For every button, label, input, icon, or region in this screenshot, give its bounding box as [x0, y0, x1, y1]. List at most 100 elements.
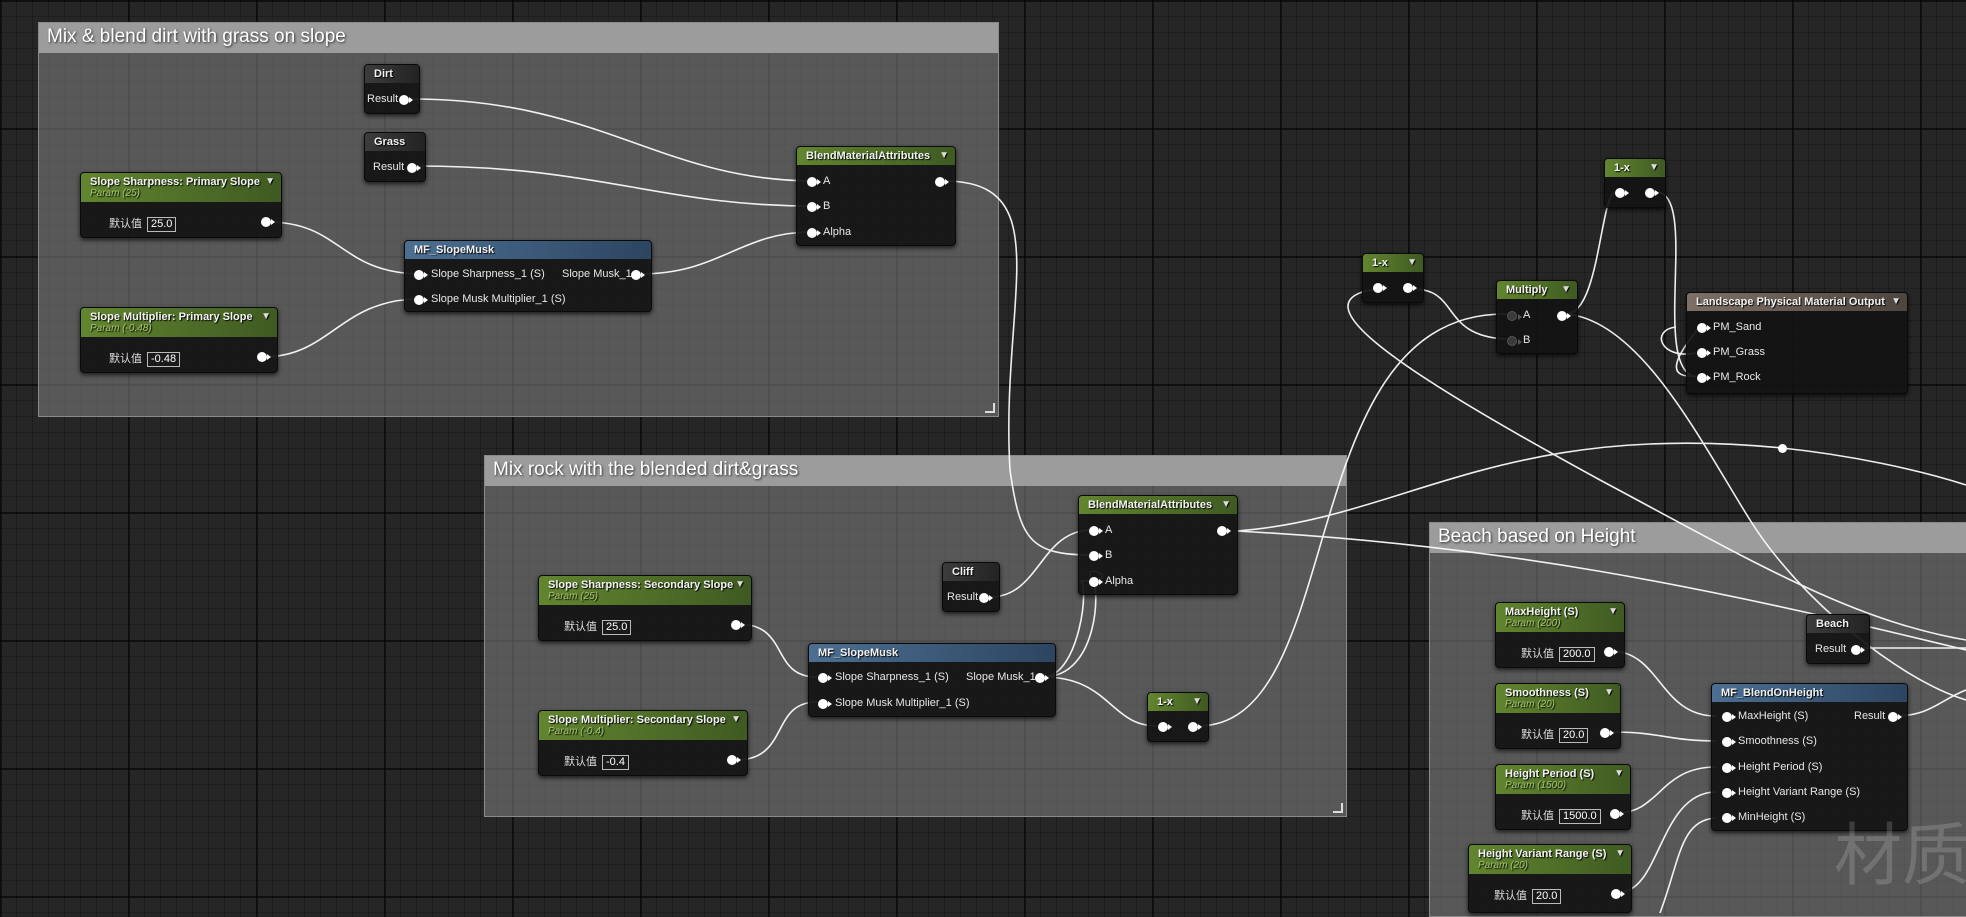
param-node-height-variant-range[interactable]: Height Variant Range (S) Param (20) ▼ 默认…: [1468, 844, 1632, 913]
input-pin-pm-rock[interactable]: [1697, 373, 1711, 383]
input-pin-b[interactable]: [807, 202, 821, 212]
default-value-input[interactable]: -0.48: [147, 352, 181, 367]
input-pin-b[interactable]: [1089, 551, 1103, 561]
output-pin[interactable]: [1888, 712, 1902, 722]
output-pin[interactable]: [407, 163, 421, 173]
output-pin[interactable]: [979, 593, 993, 603]
multiply-node[interactable]: Multiply ▼ A B: [1496, 280, 1578, 354]
default-value-input[interactable]: 20.0: [1559, 728, 1589, 743]
chevron-down-icon[interactable]: ▼: [939, 150, 949, 161]
texture-node-grass[interactable]: Grass Result: [364, 132, 426, 182]
one-minus-node-c[interactable]: 1-x ▼: [1147, 692, 1209, 742]
input-pin[interactable]: [1373, 283, 1387, 293]
input-pin[interactable]: [1722, 788, 1736, 798]
input-pin-pm-grass[interactable]: [1697, 348, 1711, 358]
chevron-down-icon[interactable]: ▼: [265, 176, 275, 187]
texture-node-beach[interactable]: Beach Result: [1806, 614, 1870, 664]
input-pin[interactable]: [414, 270, 428, 280]
chevron-down-icon[interactable]: ▼: [1561, 284, 1571, 295]
input-pin-alpha[interactable]: [1089, 577, 1103, 587]
blend-material-attributes-node-1[interactable]: BlendMaterialAttributes ▼ A B Alpha: [796, 146, 956, 246]
output-pin[interactable]: [1604, 647, 1618, 657]
input-pin[interactable]: [1722, 763, 1736, 773]
param-node-slope-multiplier-secondary[interactable]: Slope Multiplier: Secondary Slope Param …: [538, 710, 748, 776]
chevron-down-icon[interactable]: ▼: [1614, 768, 1624, 779]
chevron-down-icon[interactable]: ▼: [1615, 848, 1625, 859]
function-node-slopemusk-1[interactable]: MF_SlopeMusk Slope Sharpness_1 (S) Slope…: [404, 240, 652, 312]
output-pin[interactable]: [257, 352, 271, 362]
output-pin[interactable]: [1611, 889, 1625, 899]
output-pin[interactable]: [1600, 728, 1614, 738]
comment-title[interactable]: Mix rock with the blended dirt&grass: [485, 456, 1346, 486]
chevron-down-icon[interactable]: ▼: [1649, 162, 1659, 173]
function-node-slopemusk-2[interactable]: MF_SlopeMusk Slope Sharpness_1 (S) Slope…: [808, 643, 1056, 717]
function-node-blendonheight[interactable]: MF_BlendOnHeight MaxHeight (S) Result Sm…: [1711, 683, 1908, 831]
input-pin-a[interactable]: [1089, 526, 1103, 536]
output-pin[interactable]: [631, 270, 645, 280]
chevron-down-icon[interactable]: ▼: [1604, 687, 1614, 698]
output-pin[interactable]: [727, 755, 741, 765]
input-pin-a[interactable]: [807, 177, 821, 187]
pin-label: PM_Rock: [1713, 371, 1761, 383]
comment-title[interactable]: Mix & blend dirt with grass on slope: [39, 23, 998, 53]
chevron-down-icon[interactable]: ▼: [1192, 696, 1202, 707]
input-pin[interactable]: [1158, 722, 1172, 732]
blend-material-attributes-node-2[interactable]: BlendMaterialAttributes ▼ A B Alpha: [1078, 495, 1238, 595]
output-pin[interactable]: [1610, 809, 1624, 819]
reroute-node[interactable]: [1778, 444, 1787, 453]
default-value-label: 默认值: [1521, 648, 1554, 660]
input-pin-alpha[interactable]: [807, 228, 821, 238]
output-pin[interactable]: [1035, 673, 1049, 683]
input-pin[interactable]: [818, 699, 832, 709]
default-value-input[interactable]: 200.0: [1559, 647, 1595, 662]
param-node-slope-multiplier-primary[interactable]: Slope Multiplier: Primary Slope Param (-…: [80, 307, 278, 373]
param-node-slope-sharpness-secondary[interactable]: Slope Sharpness: Secondary Slope Param (…: [538, 575, 752, 641]
chevron-down-icon[interactable]: ▼: [1221, 499, 1231, 510]
input-pin[interactable]: [818, 673, 832, 683]
default-value-input[interactable]: 1500.0: [1559, 809, 1601, 824]
output-pin[interactable]: [731, 620, 745, 630]
landscape-physical-material-output-node[interactable]: Landscape Physical Material Output ▼ PM_…: [1686, 292, 1908, 394]
input-pin[interactable]: [1615, 188, 1629, 198]
one-minus-node-a[interactable]: 1-x ▼: [1362, 253, 1424, 303]
input-pin-pm-sand[interactable]: [1697, 323, 1711, 333]
chevron-down-icon[interactable]: ▼: [1891, 296, 1901, 307]
chevron-down-icon[interactable]: ▼: [731, 714, 741, 725]
default-value-input[interactable]: 25.0: [602, 620, 632, 635]
input-pin[interactable]: [1722, 813, 1736, 823]
default-value-input[interactable]: 25.0: [147, 217, 177, 232]
comment-title[interactable]: Beach based on Height: [1430, 523, 1966, 553]
param-node-slope-sharpness-primary[interactable]: Slope Sharpness: Primary Slope Param (25…: [80, 172, 282, 238]
one-minus-node-b[interactable]: 1-x ▼: [1604, 158, 1666, 208]
node-subtitle: Param (25): [90, 188, 141, 199]
resize-grip-icon[interactable]: [985, 403, 995, 413]
output-pin[interactable]: [935, 177, 949, 187]
texture-node-dirt[interactable]: Dirt Result: [364, 64, 420, 114]
input-pin[interactable]: [1722, 712, 1736, 722]
chevron-down-icon[interactable]: ▼: [1608, 606, 1618, 617]
resize-grip-icon[interactable]: [1333, 803, 1343, 813]
default-value-input[interactable]: -0.4: [602, 755, 629, 770]
input-pin[interactable]: [414, 295, 428, 305]
output-pin[interactable]: [261, 217, 275, 227]
output-pin[interactable]: [1851, 645, 1865, 655]
pin-label: Result: [1815, 643, 1847, 655]
chevron-down-icon[interactable]: ▼: [261, 311, 271, 322]
chevron-down-icon[interactable]: ▼: [1407, 257, 1417, 268]
output-pin[interactable]: [1645, 188, 1659, 198]
output-pin[interactable]: [1557, 311, 1571, 321]
texture-node-cliff[interactable]: Cliff Result: [942, 562, 1000, 612]
output-pin[interactable]: [1403, 283, 1417, 293]
input-pin[interactable]: [1722, 737, 1736, 747]
chevron-down-icon[interactable]: ▼: [735, 579, 745, 590]
output-pin[interactable]: [1188, 722, 1202, 732]
input-pin-b[interactable]: [1507, 336, 1522, 346]
pin-label: Height Period (S): [1738, 761, 1823, 773]
output-pin[interactable]: [1217, 526, 1231, 536]
output-pin[interactable]: [399, 95, 413, 105]
default-value-input[interactable]: 20.0: [1532, 889, 1562, 904]
input-pin-a[interactable]: [1507, 311, 1522, 321]
